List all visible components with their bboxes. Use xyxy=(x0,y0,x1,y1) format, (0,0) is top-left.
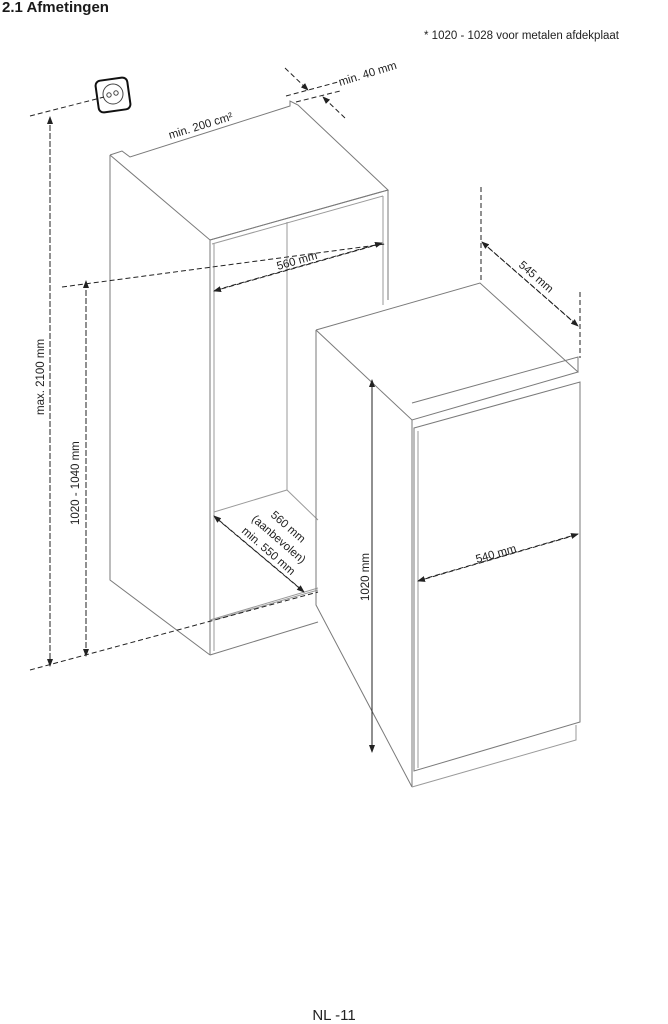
niche-height-label: 1020 - 1040 mm xyxy=(70,441,82,525)
power-socket-icon xyxy=(94,76,132,114)
rear-gap-label: min. 40 mm xyxy=(337,60,398,89)
niche-height-dimension xyxy=(61,243,386,657)
section-title: 2.1 Afmetingen xyxy=(2,0,109,16)
max-height-label: max. 2100 mm xyxy=(35,339,47,415)
appliance xyxy=(315,282,581,788)
appliance-width-label: 540 mm xyxy=(475,543,518,566)
footnote: * 1020 - 1028 voor metalen afdekplaat xyxy=(424,30,619,42)
appliance-depth-dimension xyxy=(480,187,581,358)
rear-gap-dimension xyxy=(284,67,346,119)
max-height-dimension xyxy=(29,96,319,671)
cabinet-niche xyxy=(109,100,389,656)
appliance-height-label: 1020 mm xyxy=(360,553,372,601)
page-number: NL -11 xyxy=(312,1007,356,1024)
niche-width-label: 560 mm xyxy=(276,250,319,273)
